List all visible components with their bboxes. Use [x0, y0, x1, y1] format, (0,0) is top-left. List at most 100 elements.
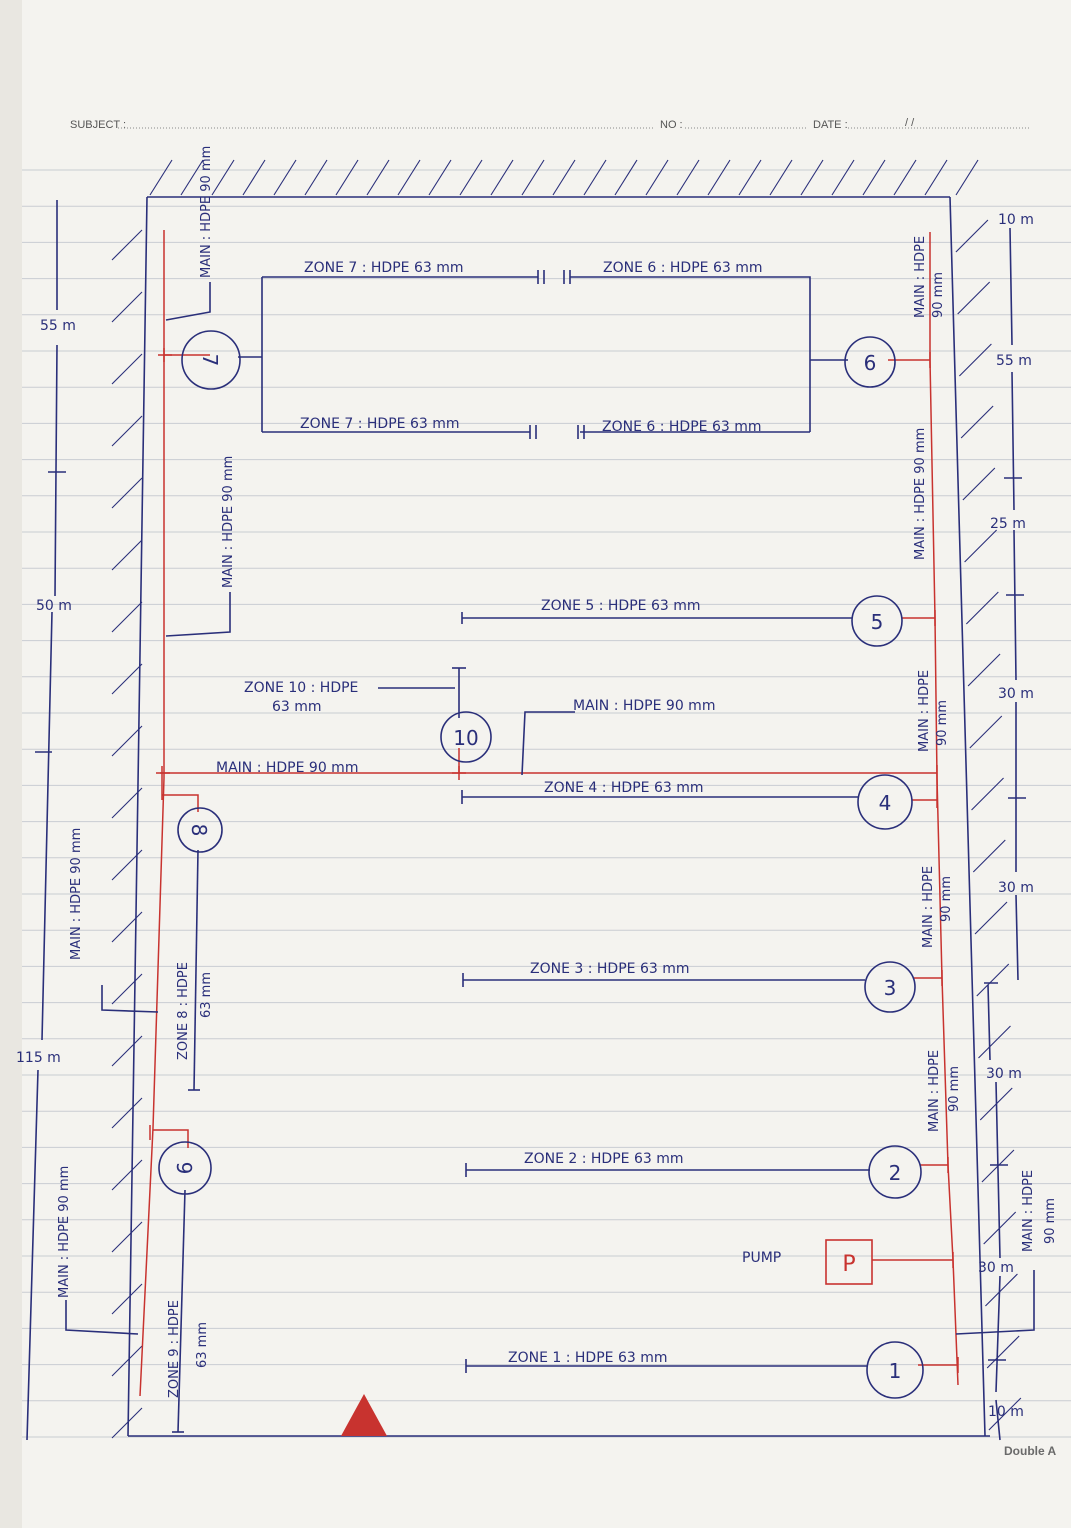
date-slashes: / / — [905, 117, 915, 129]
date-label: DATE : — [813, 119, 848, 131]
hatch-mark — [111, 663, 143, 695]
hatch-mark — [149, 159, 173, 196]
hatch-mark — [111, 973, 143, 1005]
zone-10-label-line2: 63 mm — [272, 699, 322, 715]
main-label-far-right-line1: MAIN : HDPE — [1021, 1170, 1036, 1252]
hatch-mark — [111, 539, 143, 571]
valve-1[interactable]: 1 — [866, 1341, 924, 1399]
zone-4-label: ZONE 4 : HDPE 63 mm — [544, 780, 704, 796]
valve-9[interactable]: 9 — [158, 1141, 212, 1195]
dim-right-10-bottom: 10 m — [988, 1404, 1024, 1420]
hatch-mark — [614, 159, 638, 196]
hatch-mark — [831, 159, 855, 196]
hatch-mark — [111, 1035, 143, 1067]
hatch-mark — [988, 1397, 1022, 1431]
hatch-mark — [962, 467, 996, 501]
hatch-mark — [304, 159, 328, 196]
valve-8[interactable]: 8 — [177, 807, 223, 853]
valve-3[interactable]: 3 — [864, 961, 916, 1013]
hatch-mark — [959, 343, 992, 377]
hatch-mark — [800, 159, 824, 196]
zone-7-6-loop — [238, 276, 848, 433]
hatch-mark — [459, 159, 483, 196]
hatch-mark — [111, 601, 143, 633]
main-label-right-top-line2: 90 mm — [931, 272, 946, 318]
hatch-mark — [335, 159, 359, 196]
zone-6-bottom-label: ZONE 6 : HDPE 63 mm — [602, 419, 762, 435]
hatch-mark — [964, 529, 997, 563]
svg-text:4: 4 — [879, 791, 892, 815]
hatch-mark — [111, 477, 143, 509]
hatch-mark — [583, 159, 607, 196]
hatch-mark — [986, 1335, 1020, 1369]
main-label-left-mid: MAIN : HDPE 90 mm — [221, 456, 236, 588]
notebook-page — [22, 0, 1071, 1528]
hatch-mark — [111, 353, 143, 385]
north-arrow-icon — [341, 1394, 387, 1436]
hatch-mark — [111, 787, 143, 819]
hatch-mark — [707, 159, 731, 196]
leader-main-left-outer-upper — [101, 985, 159, 1013]
valve-6[interactable]: 6 — [844, 336, 896, 388]
zone-8-label-line2: 63 mm — [199, 972, 214, 1018]
zone-10-label-line1: ZONE 10 : HDPE — [244, 680, 358, 696]
main-label-left-outer-lower: MAIN : HDPE 90 mm — [57, 1166, 72, 1298]
svg-text:6: 6 — [864, 351, 877, 375]
valve-7[interactable]: 7 — [181, 330, 241, 390]
pump-symbol: P — [842, 1252, 855, 1277]
field-boundary — [127, 196, 990, 1437]
svg-text:2: 2 — [889, 1161, 902, 1185]
main-label-top-left: MAIN : HDPE 90 mm — [199, 146, 214, 278]
pump-box[interactable] — [825, 1239, 873, 1285]
hatch-mark — [955, 159, 979, 196]
main-label-right-3-line2: 90 mm — [939, 876, 954, 922]
hatch-mark — [924, 159, 948, 196]
hatch-mark — [111, 415, 143, 447]
hatch-mark — [490, 159, 514, 196]
hatch-mark — [960, 405, 994, 439]
valve-4[interactable]: 4 — [857, 774, 913, 830]
dim-right-30-b: 30 m — [998, 880, 1034, 896]
main-pipe-left — [139, 230, 165, 1397]
subject-label: SUBJECT : — [70, 119, 126, 131]
hatch-mark — [242, 159, 266, 196]
hatch-mark — [397, 159, 421, 196]
svg-text:8: 8 — [187, 824, 211, 837]
hatch-mark — [955, 219, 989, 253]
pump-label: PUMP — [742, 1250, 781, 1266]
hatch-mark — [969, 715, 1003, 749]
hatch-mark — [965, 591, 999, 625]
tee-fittings — [149, 348, 959, 1373]
hatch-mark — [978, 1025, 1011, 1059]
hatch-mark — [893, 159, 917, 196]
valve-10[interactable]: 10 — [440, 711, 492, 763]
hatch-mark — [111, 1221, 143, 1253]
dim-right-30-d: 30 m — [978, 1260, 1014, 1276]
zone-5-label: ZONE 5 : HDPE 63 mm — [541, 598, 701, 614]
zone-1-label: ZONE 1 : HDPE 63 mm — [508, 1350, 668, 1366]
svg-text:7: 7 — [198, 354, 222, 367]
hatch-mark — [211, 159, 235, 196]
main-label-center: MAIN : HDPE 90 mm — [573, 698, 715, 714]
svg-text:5: 5 — [871, 610, 884, 634]
hatch-mark — [428, 159, 452, 196]
hatch-mark — [971, 777, 1004, 811]
valve-2[interactable]: 2 — [868, 1145, 922, 1199]
right-dimension-lines — [984, 227, 1026, 1441]
boundary-hatching — [111, 159, 1022, 1439]
hatch-mark — [111, 1097, 143, 1129]
main-pipe-right — [929, 232, 959, 1386]
left-dimension-lines — [26, 200, 66, 1441]
hatch-mark — [111, 1159, 143, 1191]
zone-8-label-line1: ZONE 8 : HDPE — [176, 962, 191, 1060]
valve-5[interactable]: 5 — [851, 595, 903, 647]
hatch-mark — [957, 281, 991, 315]
leader-main-left-mid — [165, 592, 231, 637]
hatch-mark — [180, 159, 204, 196]
leader-main-left-outer-lower — [65, 1300, 139, 1335]
hatch-mark — [111, 911, 143, 943]
hatch-mark — [521, 159, 545, 196]
svg-text:1: 1 — [889, 1359, 902, 1383]
main-label-right-2-line2: 90 mm — [947, 1066, 962, 1112]
